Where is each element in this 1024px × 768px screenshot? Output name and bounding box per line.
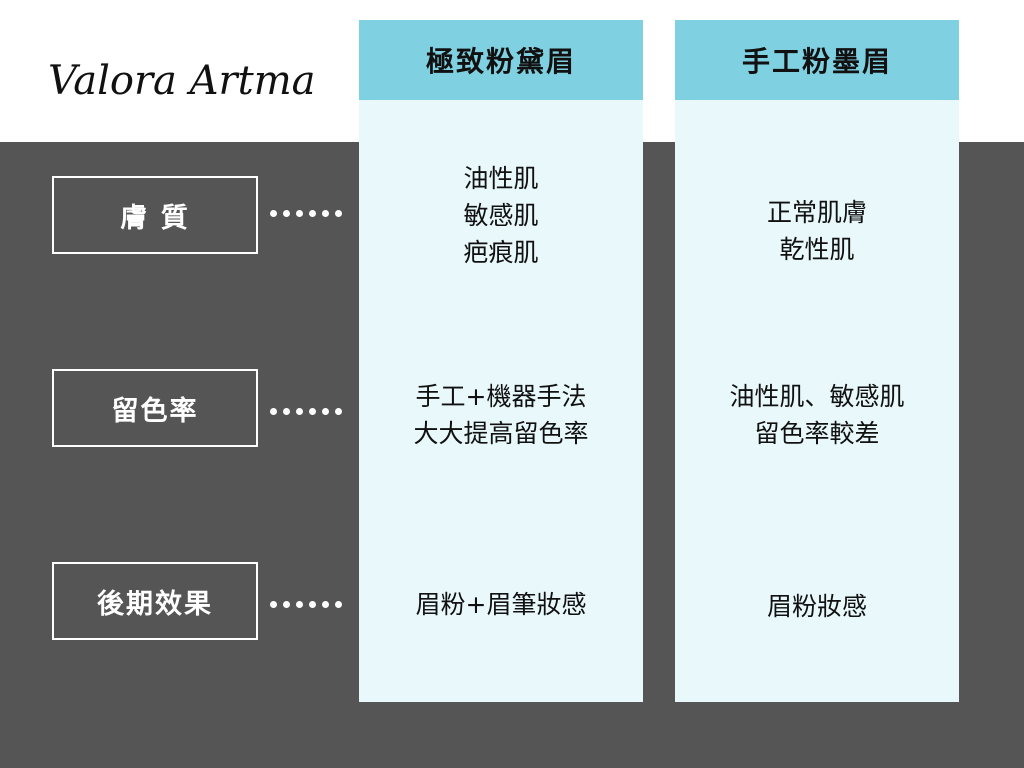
- connector-dots: [270, 210, 342, 217]
- dot: [283, 408, 290, 415]
- dot: [322, 210, 329, 217]
- dot: [322, 601, 329, 608]
- dot: [335, 601, 342, 608]
- dot: [309, 210, 316, 217]
- dot: [322, 408, 329, 415]
- row-label-effect: 後期效果: [52, 562, 258, 640]
- dot: [283, 210, 290, 217]
- dot: [335, 408, 342, 415]
- connector-dots: [270, 601, 342, 608]
- dot: [296, 408, 303, 415]
- cell-skin: 正常肌膚 乾性肌: [766, 198, 867, 264]
- dot: [296, 601, 303, 608]
- dot: [270, 210, 277, 217]
- dot: [283, 601, 290, 608]
- column-header: 手工粉墨眉: [675, 20, 959, 100]
- dot: [309, 408, 316, 415]
- cell-effect: 眉粉+眉筆妝感: [415, 590, 587, 619]
- brand-logo: Valora Artmake: [48, 58, 314, 104]
- column-powder-brow-manual: 手工粉墨眉 正常肌膚 乾性肌 油性肌、敏感肌 留色率較差 眉粉妝感: [675, 20, 959, 702]
- cell-retention: 油性肌、敏感肌 留色率較差: [729, 382, 905, 448]
- connector-dots: [270, 408, 342, 415]
- logo-text: Valora Artmake: [48, 58, 314, 104]
- dot: [270, 408, 277, 415]
- column-powder-brow-premium: 極致粉黛眉 油性肌 敏感肌 疤痕肌 手工+機器手法 大大提高留色率 眉粉+眉筆妝…: [359, 20, 643, 702]
- cell-skin: 油性肌 敏感肌 疤痕肌: [463, 164, 539, 267]
- dot: [309, 601, 316, 608]
- dot: [296, 210, 303, 217]
- dot: [270, 601, 277, 608]
- cell-effect: 眉粉妝感: [766, 592, 867, 621]
- row-label-skin: 膚 質: [52, 176, 258, 254]
- column-header: 極致粉黛眉: [359, 20, 643, 100]
- dot: [335, 210, 342, 217]
- cell-retention: 手工+機器手法 大大提高留色率: [413, 382, 589, 448]
- row-label-retention: 留色率: [52, 369, 258, 447]
